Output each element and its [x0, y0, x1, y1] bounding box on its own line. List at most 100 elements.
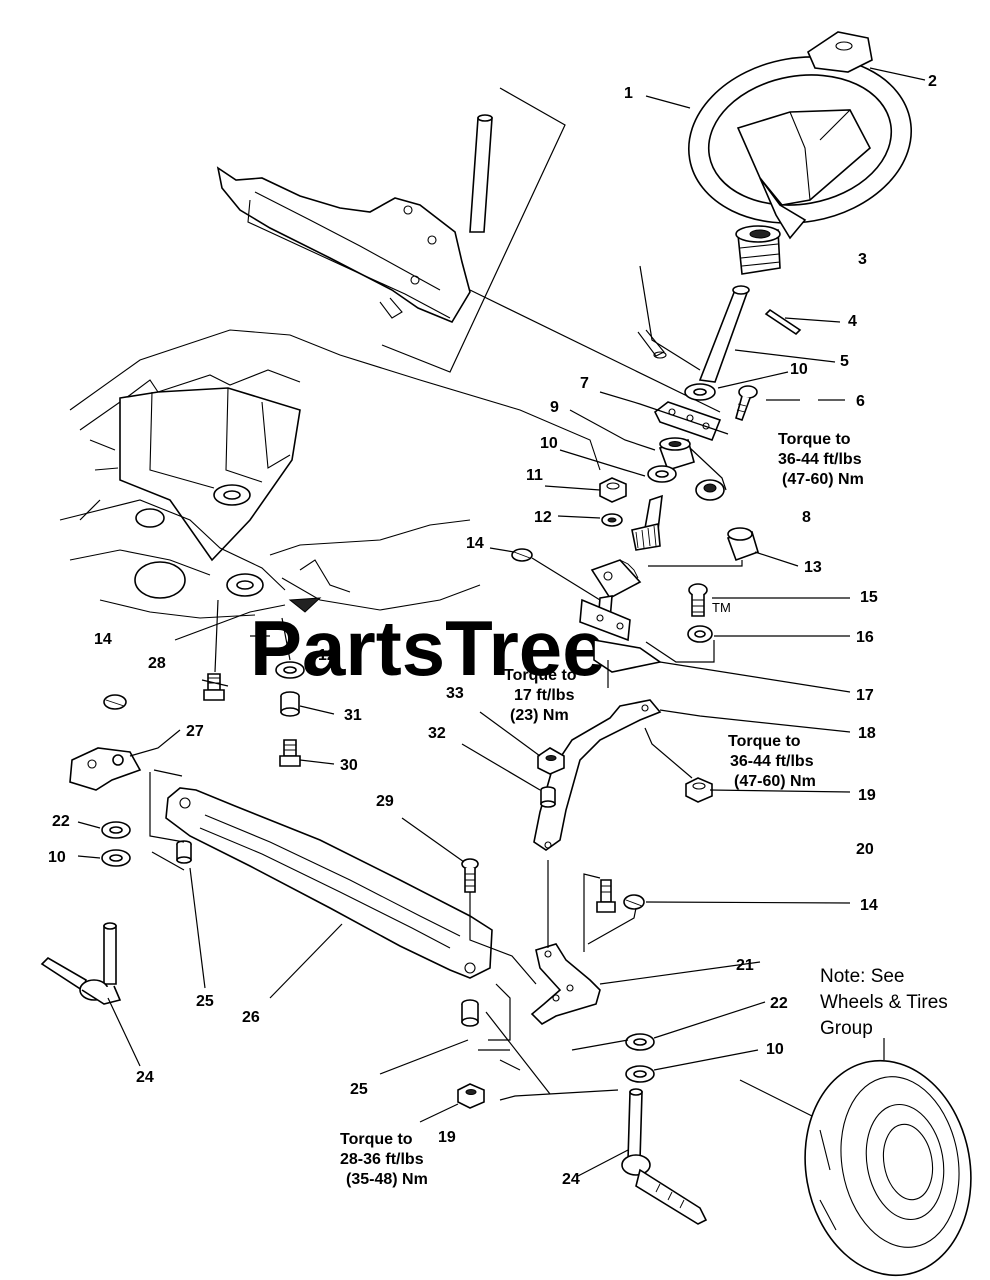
spacer-25-right	[461, 999, 479, 1027]
callout-10-b: 10	[540, 435, 558, 452]
svg-text:(47-60) Nm: (47-60) Nm	[734, 773, 816, 790]
bolt-30	[279, 739, 301, 767]
upper-steering-tube	[469, 114, 493, 233]
svg-text:Torque to: Torque to	[728, 733, 801, 750]
flange-nut-8	[695, 479, 725, 501]
callout-25-a: 25	[196, 993, 214, 1010]
callout-7: 7	[580, 375, 589, 392]
lockwasher-14-upper	[511, 548, 533, 562]
locknut-33	[537, 747, 565, 775]
callout-12-b: 12	[318, 647, 336, 664]
callout-10-a: 10	[790, 361, 808, 378]
callout-24-a: 24	[136, 1069, 154, 1086]
callout-8: 8	[802, 509, 811, 526]
spacer-32	[540, 786, 556, 808]
torque-note-upper-right: Torque to 36-44 ft/lbs (47-60) Nm	[778, 431, 864, 488]
callout-17: 17	[856, 687, 874, 704]
leader-frame-upper	[381, 87, 566, 373]
callout-1: 1	[624, 85, 633, 102]
callout-6: 6	[856, 393, 865, 410]
callout-22-b: 22	[770, 995, 788, 1012]
callout-25-b: 25	[350, 1081, 368, 1098]
svg-text:17 ft/lbs: 17 ft/lbs	[514, 687, 575, 704]
steering-wheel-cap	[806, 31, 873, 73]
callout-3: 3	[858, 251, 867, 268]
callout-15: 15	[860, 589, 878, 606]
leader-shaft-axis	[469, 289, 721, 413]
callout-18: 18	[858, 725, 876, 742]
svg-text:Torque to: Torque to	[504, 667, 577, 684]
svg-text:(23) Nm: (23) Nm	[510, 707, 569, 724]
callout-27: 27	[186, 723, 204, 740]
callout-13: 13	[804, 559, 822, 576]
torque-note-middle-right: Torque to 36-44 ft/lbs (47-60) Nm	[728, 733, 816, 790]
roll-pin	[764, 308, 802, 336]
svg-text:Torque to: Torque to	[340, 1131, 413, 1148]
spacer-31	[280, 691, 300, 717]
bolt-15	[688, 583, 708, 617]
spacer-25-left	[176, 840, 192, 864]
callout-24-b: 24	[562, 1171, 580, 1188]
spindle-24-left	[40, 922, 122, 1005]
callout-20: 20	[856, 841, 874, 858]
washer-22-left	[101, 821, 131, 839]
locknut-11	[599, 477, 627, 503]
washer-10-top	[684, 383, 716, 401]
lockwasher-14-left	[103, 694, 127, 710]
svg-text:(47-60) Nm: (47-60) Nm	[782, 471, 864, 488]
steering-wheel	[687, 56, 913, 240]
callout-22-a: 22	[52, 813, 70, 830]
sector-gear-bracket	[579, 559, 662, 673]
callout-5: 5	[840, 353, 849, 370]
callout-29: 29	[376, 793, 394, 810]
callout-labels: 1 2 3 4 5 10 7 6 9 10 11 8 12 14 13 15 1…	[48, 73, 937, 1188]
steering-support-bracket	[216, 166, 471, 324]
spindle-24-right	[621, 1088, 708, 1225]
steering-shaft	[698, 285, 750, 383]
washer-12-lower	[275, 661, 305, 679]
lockwasher-14-right	[623, 894, 645, 910]
callout-14-b: 14	[94, 631, 112, 648]
callout-31: 31	[344, 707, 362, 724]
front-wheel	[804, 1059, 972, 1277]
svg-text:36-44 ft/lbs: 36-44 ft/lbs	[778, 451, 862, 468]
shoulder-nut-13	[726, 527, 759, 562]
callout-10-c: 10	[48, 849, 66, 866]
bolt-6	[735, 385, 758, 422]
callout-21: 21	[736, 957, 754, 974]
washer-10-mid	[647, 465, 677, 483]
svg-text:Wheels & Tires: Wheels & Tires	[820, 992, 948, 1013]
callout-33: 33	[446, 685, 464, 702]
cotter-pin	[637, 329, 667, 359]
washer-22-right	[625, 1033, 655, 1051]
callout-19-b: 19	[438, 1129, 456, 1146]
callout-30: 30	[340, 757, 358, 774]
washer-16	[687, 625, 713, 643]
svg-text:Note: See: Note: See	[820, 966, 905, 987]
flange-nut-19-upper	[685, 777, 713, 803]
svg-text:(35-48) Nm: (35-48) Nm	[346, 1171, 428, 1188]
washer-12-upper	[601, 513, 623, 527]
bolt-29	[461, 858, 479, 893]
callout-32: 32	[428, 725, 446, 742]
svg-text:36-44 ft/lbs: 36-44 ft/lbs	[730, 753, 814, 770]
callout-14-a: 14	[466, 535, 484, 552]
wheels-tires-note: Note: See Wheels & Tires Group	[820, 966, 948, 1039]
drag-link-18	[533, 699, 662, 851]
flange-nut-19-lower	[457, 1083, 485, 1109]
washer-10-left	[101, 849, 131, 867]
callout-10-d: 10	[766, 1041, 784, 1058]
callout-19-a: 19	[858, 787, 876, 804]
callout-14-c: 14	[860, 897, 878, 914]
bolt-28	[203, 673, 225, 701]
leader-lines	[77, 67, 926, 1177]
callout-2: 2	[928, 73, 937, 90]
torque-note-center: Torque to 17 ft/lbs (23) Nm	[504, 667, 577, 724]
washer-10-right	[625, 1065, 655, 1083]
callout-4: 4	[848, 313, 857, 330]
callout-28: 28	[148, 655, 166, 672]
torque-note-bottom: Torque to 28-36 ft/lbs (35-48) Nm	[340, 1131, 428, 1188]
bushing-9	[658, 437, 695, 471]
callout-26: 26	[242, 1009, 260, 1026]
